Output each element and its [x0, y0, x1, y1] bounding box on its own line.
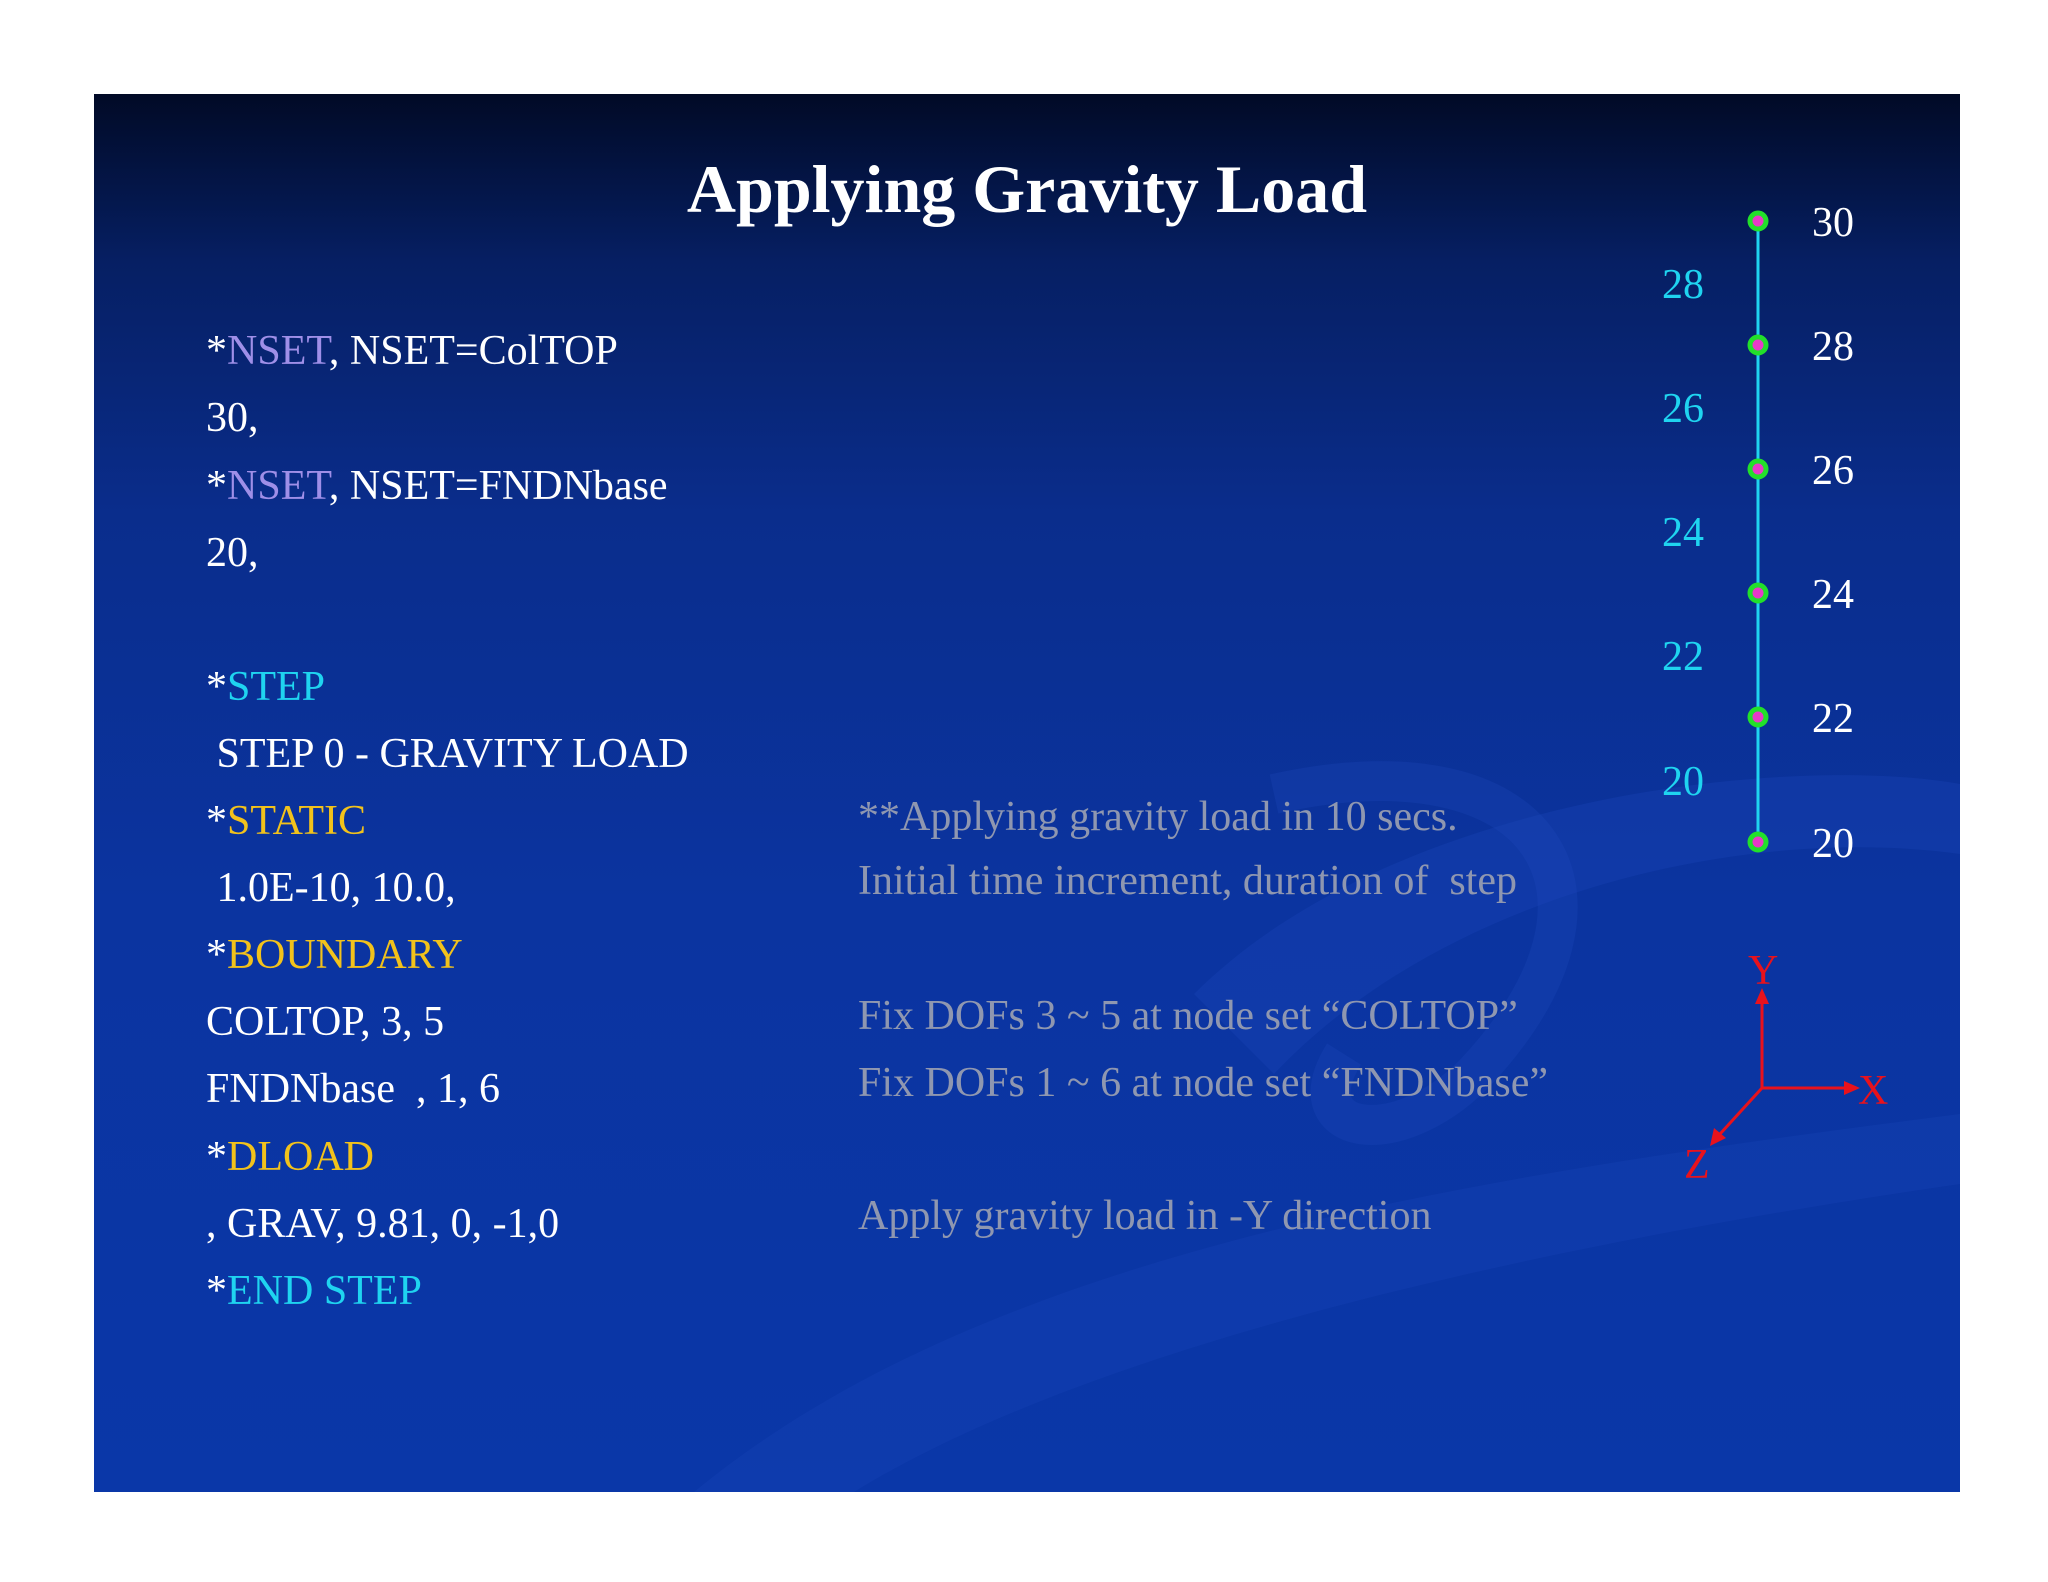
code-line: , GRAV, 9.81, 0, -1,0	[206, 1203, 559, 1245]
code-keyword: BOUNDARY	[227, 932, 463, 978]
code-line-prefix: FNDNbase , 1, 6	[206, 1066, 500, 1112]
code-line: *DLOAD	[206, 1136, 374, 1178]
slide-title: Applying Gravity Load	[686, 151, 1368, 227]
node-label: 20	[1812, 821, 1854, 867]
node-label: 30	[1812, 200, 1854, 246]
code-line: 1.0E-10, 10.0,	[206, 867, 456, 909]
z-axis-line	[1718, 1086, 1764, 1136]
y-axis-arrow	[1755, 988, 1769, 1004]
code-line: *END STEP	[206, 1270, 422, 1312]
code-line: *NSET, NSET=ColTOP	[206, 330, 618, 372]
code-line-prefix: *	[206, 463, 227, 509]
background-swoosh	[694, 761, 1960, 1492]
node-marker	[1747, 831, 1769, 853]
code-line: 20,	[206, 532, 259, 574]
node-label: 26	[1812, 448, 1854, 494]
node-marker	[1747, 582, 1769, 604]
element-label: 24	[1662, 510, 1704, 556]
x-axis-label: X	[1858, 1068, 1888, 1114]
z-axis-arrow	[1710, 1128, 1726, 1146]
comment-coltop: Fix DOFs 3 ~ 5 at node set “COLTOP”	[858, 993, 1518, 1039]
element-label: 26	[1662, 386, 1704, 432]
slide: Applying Gravity Load *NSET, NSET=ColTOP…	[94, 94, 1960, 1492]
code-line-prefix: *	[206, 932, 227, 978]
code-line-prefix: *	[206, 1134, 227, 1180]
code-keyword: DLOAD	[227, 1134, 374, 1180]
node-label: 24	[1812, 572, 1854, 618]
code-line: *STEP	[206, 666, 325, 708]
code-keyword: NSET	[227, 463, 329, 509]
code-line: FNDNbase , 1, 6	[206, 1068, 500, 1110]
code-line-prefix: STEP 0 - GRAVITY LOAD	[206, 731, 689, 777]
node-label: 28	[1812, 324, 1854, 370]
code-keyword: STATIC	[227, 798, 366, 844]
code-line: *BOUNDARY	[206, 934, 463, 976]
z-axis-label: Z	[1684, 1142, 1710, 1188]
element-label: 20	[1662, 759, 1704, 805]
node-marker	[1747, 458, 1769, 480]
code-line-prefix: 20,	[206, 530, 259, 576]
comment-static: **Applying gravity load in 10 secs.	[858, 794, 1458, 840]
code-line-prefix: , GRAV, 9.81, 0, -1,0	[206, 1201, 560, 1247]
y-axis-label: Y	[1748, 948, 1778, 994]
node-marker	[1747, 334, 1769, 356]
code-line: 30,	[206, 397, 259, 439]
code-line: *NSET, NSET=FNDNbase	[206, 465, 668, 507]
comment-gravity: Apply gravity load in -Y direction	[858, 1193, 1432, 1239]
node-marker	[1747, 210, 1769, 232]
code-keyword: STEP	[227, 664, 326, 710]
code-line-prefix: *	[206, 1268, 227, 1314]
code-line: STEP 0 - GRAVITY LOAD	[206, 733, 689, 775]
code-line-prefix: 30,	[206, 395, 259, 441]
element-label: 22	[1662, 634, 1704, 680]
code-line: *STATIC	[206, 800, 366, 842]
code-line: COLTOP, 3, 5	[206, 1001, 444, 1043]
code-line-prefix: 1.0E-10, 10.0,	[206, 865, 456, 911]
code-keyword: NSET	[227, 328, 329, 374]
comment-increment: Initial time increment, duration of step	[858, 858, 1517, 904]
element-label: 28	[1662, 262, 1704, 308]
node-label: 22	[1812, 696, 1854, 742]
comment-fndnbase: Fix DOFs 1 ~ 6 at node set “FNDNbase”	[858, 1060, 1548, 1106]
node-marker	[1747, 706, 1769, 728]
column-diagram: 30 28 26 24 22 20 28 26 24 22 20Y X Z	[1662, 200, 1888, 1188]
code-line-prefix: *	[206, 328, 227, 374]
code-keyword: END STEP	[227, 1268, 422, 1314]
code-line-prefix: *	[206, 798, 227, 844]
code-line-rest: , NSET=ColTOP	[328, 328, 618, 374]
x-axis-arrow	[1844, 1081, 1860, 1095]
code-line-prefix: COLTOP, 3, 5	[206, 999, 445, 1045]
code-line-rest: , NSET=FNDNbase	[328, 463, 668, 509]
code-line-prefix: *	[206, 664, 227, 710]
